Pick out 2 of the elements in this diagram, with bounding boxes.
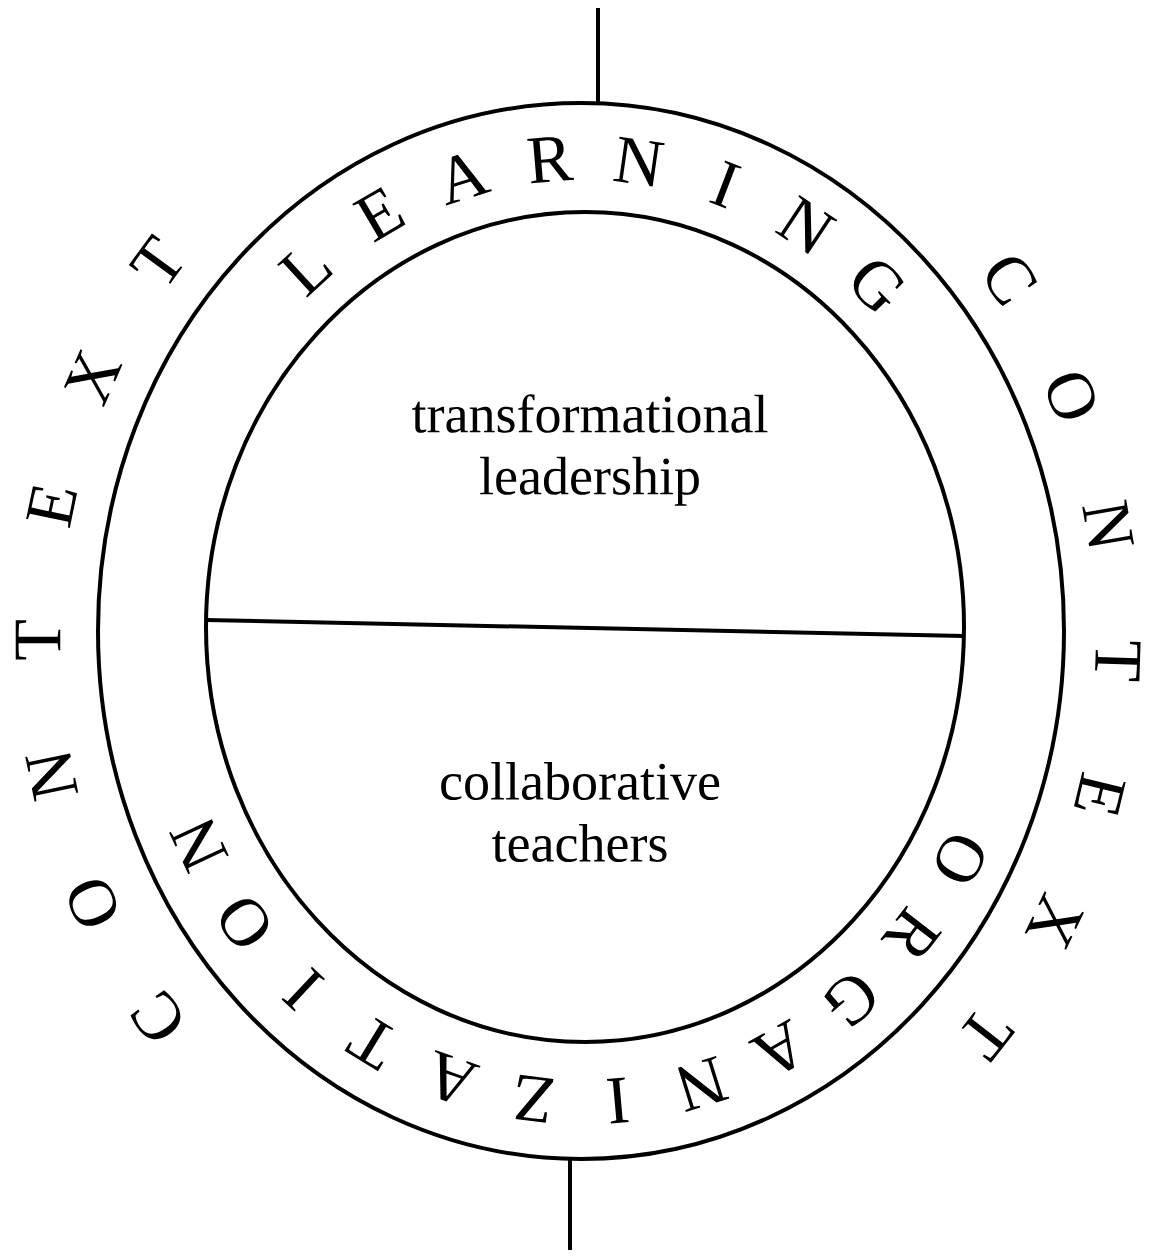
circle-label: transformational leadership: [412, 394, 768, 506]
circle-label: collaborative teachers: [441, 762, 720, 862]
